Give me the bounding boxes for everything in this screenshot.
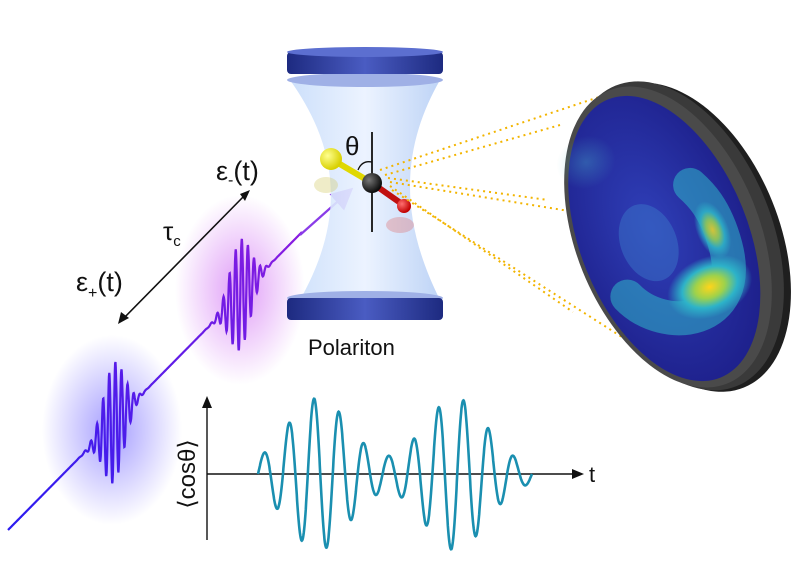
angle-label: θ: [345, 131, 359, 161]
cavity-label: Polariton: [308, 335, 395, 360]
delay-arrowhead-end: [240, 190, 250, 201]
detector: [556, 81, 791, 392]
x-axis-arrowhead: [572, 469, 584, 479]
carbon-atom: [362, 173, 382, 193]
y-axis-label: ⟨cosθ⟩: [174, 439, 201, 508]
top-mirror-face: [287, 47, 443, 57]
cos-theta-signal: [256, 397, 534, 551]
molecule-shadow: [386, 217, 414, 233]
bottom-mirror: [287, 298, 443, 320]
pulse-propagation-path: [7, 231, 303, 531]
delay-arrowhead-start: [118, 312, 129, 324]
delay-label: τc: [163, 216, 181, 250]
x-axis-label: t: [589, 462, 595, 487]
pulse-plus-label: ε+(t): [76, 267, 123, 302]
pulse-plus-glow: [42, 335, 182, 525]
y-axis-arrowhead: [202, 396, 212, 408]
delay-arrow: [121, 193, 247, 321]
top-mirror-underside: [287, 73, 443, 87]
molecule-shadow-s: [314, 177, 338, 193]
pulse-minus-label: ε-(t): [216, 156, 259, 189]
sulfur-atom: [320, 148, 342, 170]
top-mirror: [287, 52, 443, 74]
angle-arc: [357, 161, 373, 171]
oxygen-atom: [397, 199, 411, 213]
